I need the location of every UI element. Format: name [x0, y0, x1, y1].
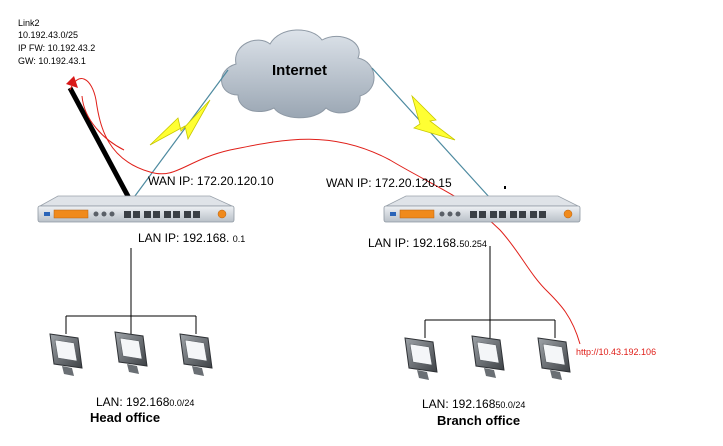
- lan-ip-prefix: LAN IP: 192.168.: [138, 231, 230, 245]
- branch-office-title: Branch office: [437, 413, 521, 428]
- lan-prefix: LAN: 192.168: [96, 395, 170, 409]
- computer-monitor-icon: [404, 337, 438, 380]
- branch-office-lan: LAN: 192.16850.0/24: [422, 398, 525, 410]
- lan-ip-suffix: 50.254: [459, 239, 487, 249]
- lan-prefix: LAN: 192.168: [422, 397, 496, 411]
- lan-ip-prefix: LAN IP: 192.168.: [368, 236, 460, 250]
- link2-title: Link2: [18, 18, 40, 28]
- computer-monitor-icon: [471, 335, 505, 378]
- head-office-lan-ip: LAN IP: 192.168. 0.1: [138, 232, 245, 244]
- annotation-url: http://10.43.192.106: [576, 347, 657, 357]
- branch-office-wan-ip: WAN IP: 172.20.120.15: [326, 176, 452, 190]
- annotation-path: [69, 78, 581, 345]
- computer-monitor-icon: [114, 331, 148, 374]
- head-office-title: Head office: [90, 410, 161, 425]
- lightning-icon: [149, 94, 456, 146]
- head-office-lan-lines: [65, 248, 197, 334]
- computer-monitor-icon: [179, 333, 213, 376]
- computer-monitor-icon: [49, 333, 83, 376]
- branch-office-firewall: [383, 195, 581, 223]
- computer-monitor-icon: [537, 337, 571, 380]
- lan-suffix: 0.0/24: [169, 398, 195, 408]
- head-office-wan-ip: WAN IP: 172.20.120.10: [148, 174, 274, 188]
- head-office-firewall: [37, 195, 235, 223]
- internet-label: Internet: [272, 62, 328, 79]
- link2-gateway: GW: 10.192.43.1: [18, 56, 86, 66]
- internet-cloud-icon: [221, 29, 375, 119]
- lan-suffix: 50.0/24: [495, 400, 526, 410]
- branch-office-lan-ip: LAN IP: 192.168.50.254: [368, 237, 487, 249]
- link2-firewall-ip: IP FW: 10.192.43.2: [18, 43, 96, 53]
- lan-ip-suffix: 0.1: [232, 234, 246, 244]
- link2-cable: [66, 76, 133, 202]
- head-office-lan: LAN: 192.1680.0/24: [96, 396, 194, 408]
- branch-office-lan-lines: [424, 246, 556, 338]
- link2-network: 10.192.43.0/25: [18, 30, 79, 40]
